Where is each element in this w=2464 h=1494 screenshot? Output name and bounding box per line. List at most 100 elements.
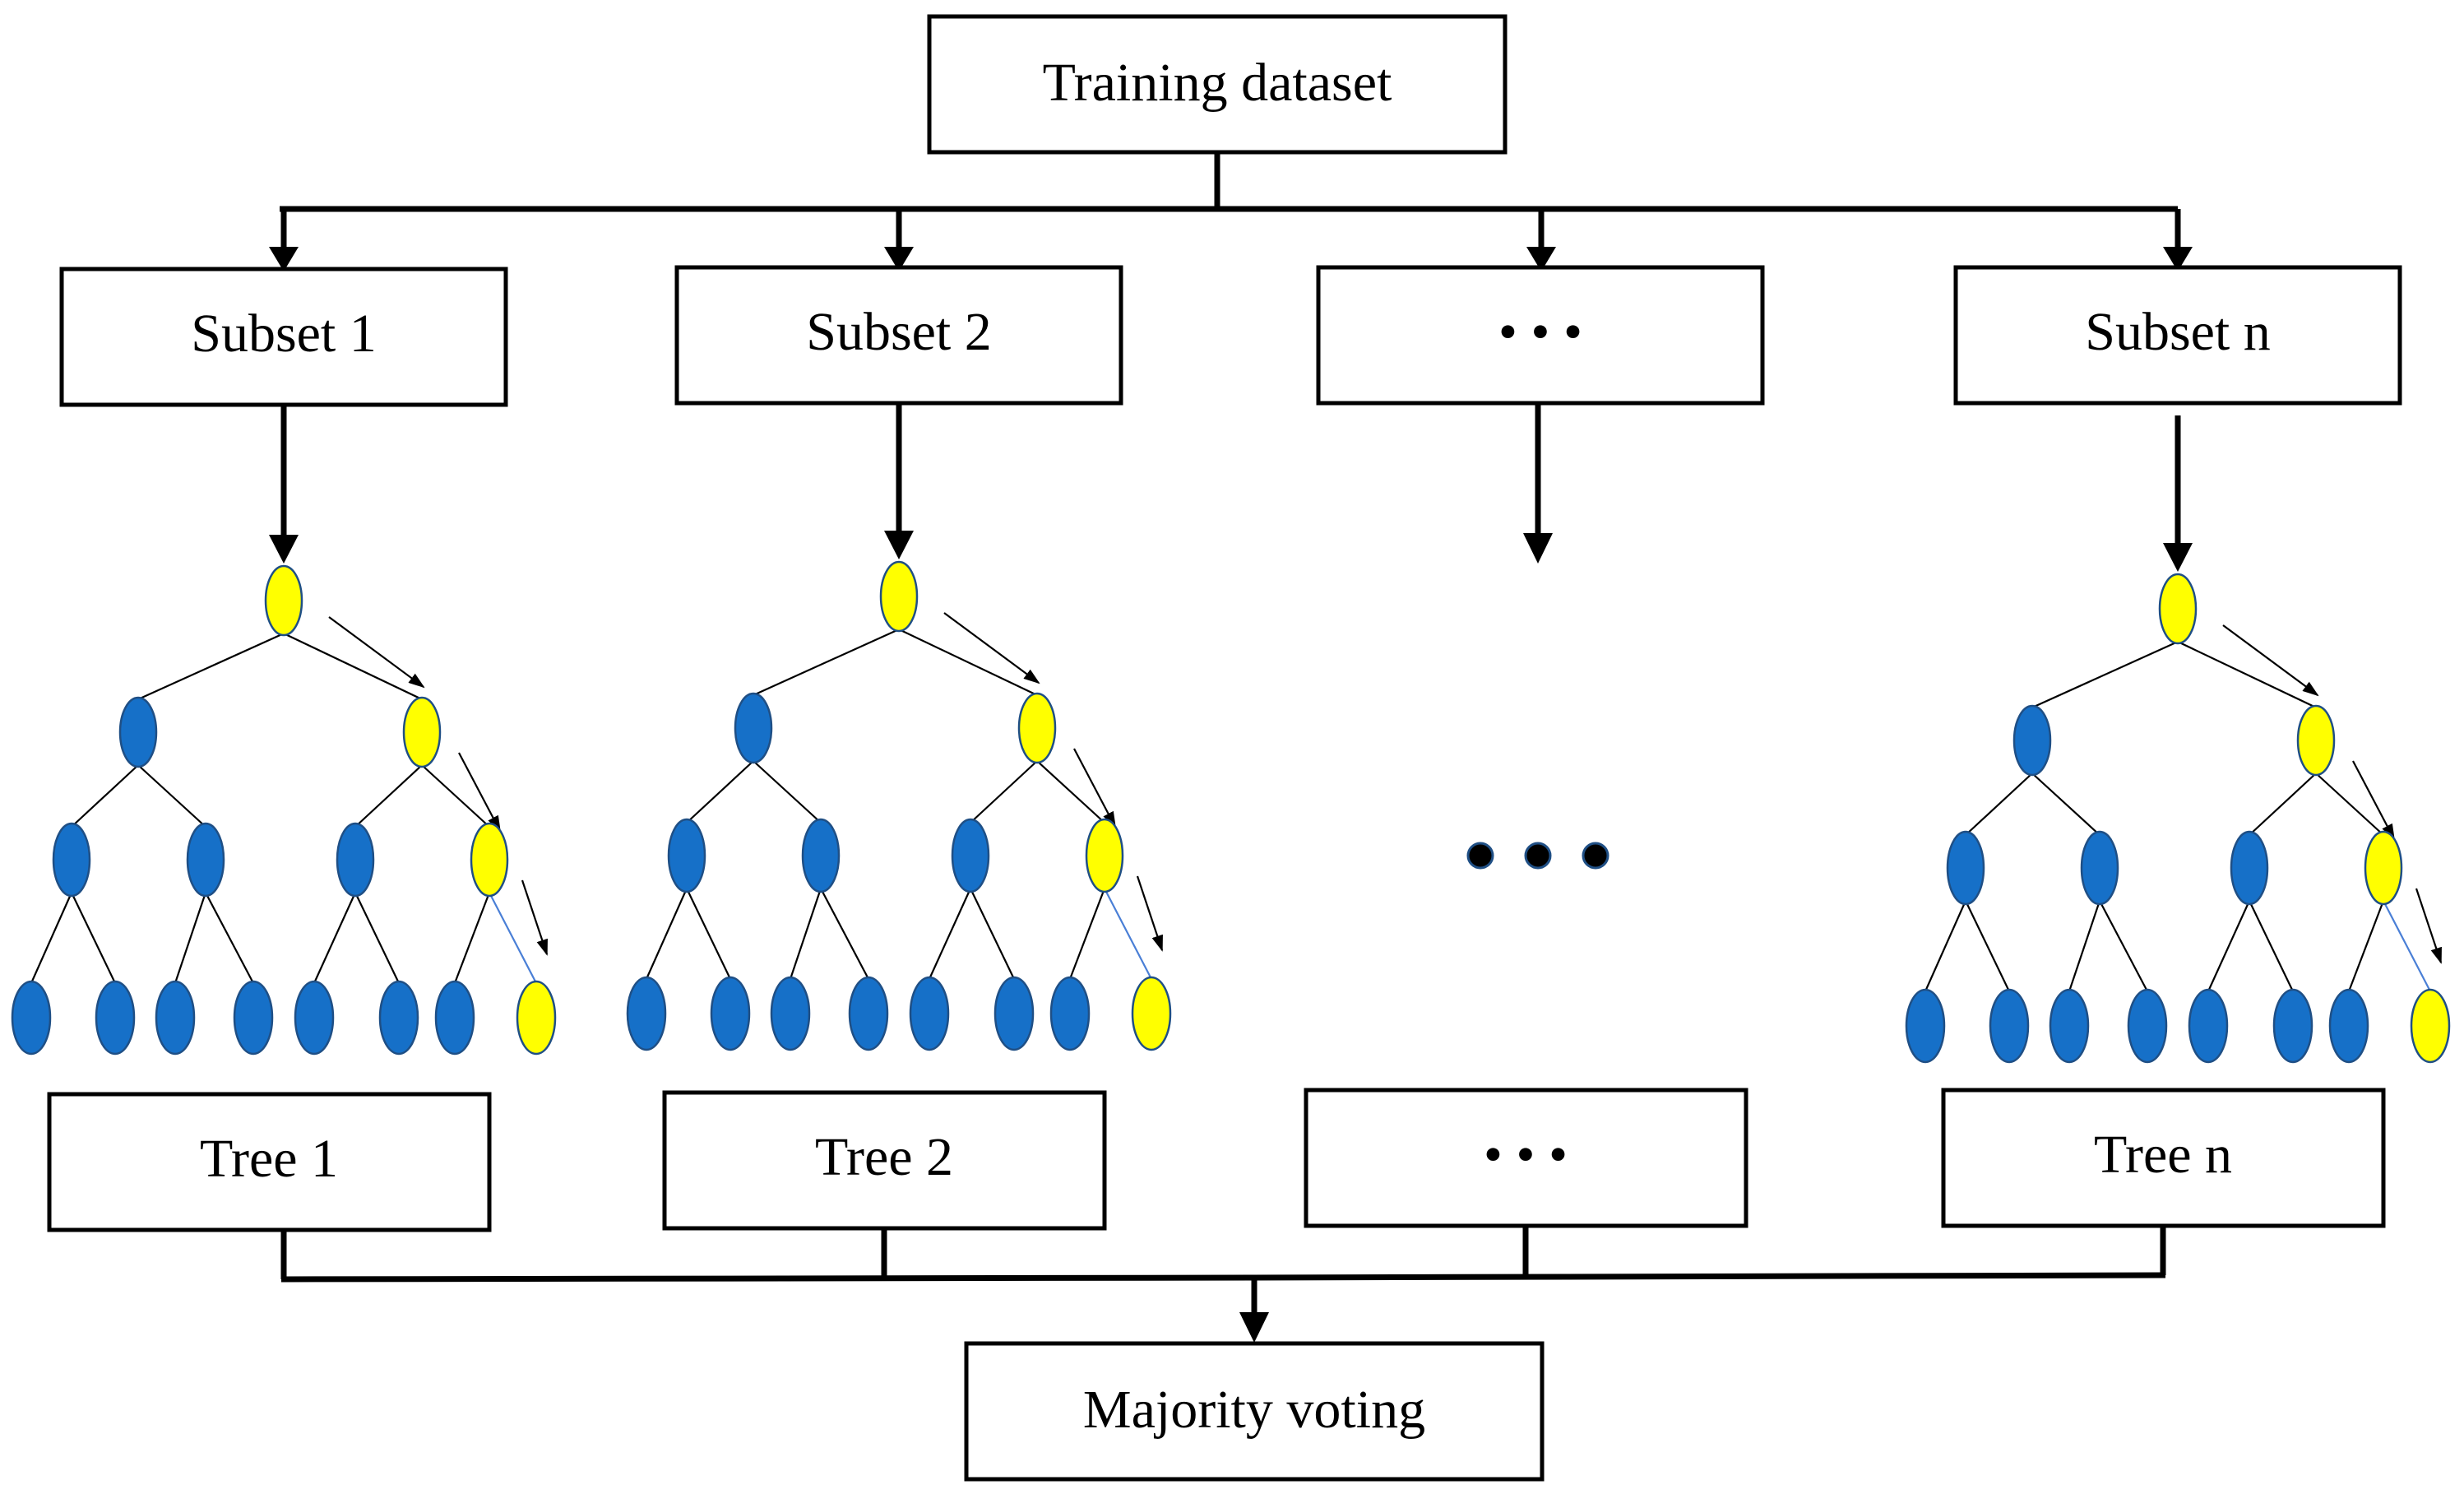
decision-path-arrow — [2352, 760, 2395, 841]
training-dataset-label: Training dataset — [1043, 53, 1392, 113]
tree-edge — [1036, 760, 1105, 824]
tree-node — [2080, 830, 2119, 906]
distribution-connectors — [269, 152, 2193, 271]
tree-edge — [753, 628, 900, 697]
tree-node — [848, 976, 889, 1051]
tree-edge — [489, 892, 537, 984]
tree-edge — [2207, 900, 2251, 992]
tree-node — [909, 976, 950, 1051]
tree-edge — [2031, 773, 2100, 836]
decision-path-arrow — [2415, 888, 2443, 964]
tree-4-graph — [1905, 573, 2451, 1064]
tree-edge — [137, 632, 285, 701]
path-node — [1017, 692, 1057, 764]
tree-node — [2049, 988, 2090, 1064]
subset-box-1: Subset 1 — [59, 267, 508, 407]
decision-path-arrow — [458, 752, 501, 833]
tree-edge — [2315, 773, 2384, 836]
tree-edge — [2031, 640, 2179, 709]
tree-node — [801, 818, 841, 893]
tree-1-graph — [11, 564, 557, 1056]
subset-label-ellipsis: • • • — [1498, 302, 1582, 362]
decision-trees — [11, 560, 2451, 1064]
path-node — [2410, 988, 2451, 1064]
tree-node — [993, 976, 1035, 1051]
tree-node — [233, 980, 274, 1056]
tree-node — [95, 980, 136, 1056]
tree-node — [1905, 988, 1946, 1064]
tree-node — [378, 980, 419, 1056]
tree-2-graph — [626, 560, 1172, 1051]
tree-node — [186, 822, 225, 898]
tree-edge — [753, 760, 822, 824]
tree-node — [2328, 988, 2369, 1064]
tree-edge — [2177, 641, 2317, 708]
tree-edge — [686, 760, 754, 824]
tree-edge — [354, 764, 423, 828]
tree-edge — [645, 888, 688, 980]
tree-box-1: Tree 1 — [47, 1092, 492, 1232]
tree-node — [710, 976, 751, 1051]
tree-edge — [2099, 900, 2148, 992]
path-node — [264, 564, 303, 637]
training-dataset-box: Training dataset — [927, 14, 1508, 155]
tree-edge — [928, 888, 972, 980]
tree-node — [734, 692, 773, 764]
tree-edge — [313, 892, 357, 984]
decision-path-arrow — [2222, 624, 2319, 697]
tree-box-2: Tree 2 — [662, 1090, 1107, 1231]
tree-node — [2230, 830, 2269, 906]
tree-ellipsis-dots — [1466, 842, 1609, 870]
subset-to-tree-arrows — [269, 403, 2193, 572]
tree-box-ellipsis: • • • — [1304, 1088, 1748, 1228]
tree-node — [2012, 704, 2052, 777]
tree-label-1: Tree 1 — [200, 1129, 338, 1189]
tree-node — [294, 980, 335, 1056]
decision-path-arrow — [328, 616, 425, 689]
path-node — [402, 696, 442, 768]
decision-path-arrow — [521, 879, 549, 956]
tree-node — [52, 822, 91, 898]
tree-edge — [1924, 900, 1967, 992]
tree-node — [626, 976, 667, 1051]
tree-edge — [205, 892, 254, 984]
tree-edge — [137, 764, 206, 828]
subset-box-2: Subset 2 — [674, 265, 1123, 406]
tree-edge — [970, 888, 1015, 980]
tree-node — [1989, 988, 2030, 1064]
tree-edge — [421, 764, 490, 828]
tree-edge — [174, 892, 207, 984]
tree-box-n: Tree n — [1941, 1088, 2386, 1228]
tree-edge — [2068, 900, 2101, 992]
tree-edge — [2383, 900, 2431, 992]
path-node — [1131, 976, 1172, 1051]
subset-label-2: Subset 2 — [806, 302, 992, 362]
majority-voting-box: Majority voting — [964, 1341, 1545, 1482]
tree-edge — [30, 892, 73, 984]
tree-node — [770, 976, 811, 1051]
tree-edge — [2347, 900, 2385, 992]
tree-label-n: Tree n — [2094, 1125, 2232, 1185]
path-node — [1085, 818, 1124, 893]
tree-edge — [820, 888, 869, 980]
tree-node — [2188, 988, 2229, 1064]
tree-node — [155, 980, 196, 1056]
tree-node — [1049, 976, 1091, 1051]
tree-label-ellipsis: • • • — [1484, 1125, 1568, 1185]
path-node — [2364, 830, 2403, 906]
path-node — [2296, 704, 2336, 777]
aggregation-connectors — [280, 1226, 2166, 1343]
tree-node — [951, 818, 990, 893]
tree-edge — [1965, 900, 2010, 992]
tree-node — [336, 822, 375, 898]
tree-edge — [686, 888, 731, 980]
tree-edge — [283, 633, 423, 700]
subset-label-n: Subset n — [2085, 302, 2271, 362]
tree-node — [11, 980, 52, 1056]
tree-node — [2127, 988, 2168, 1064]
path-node — [516, 980, 557, 1056]
path-node — [2158, 573, 2198, 645]
tree-node — [434, 980, 475, 1056]
tree-edge — [354, 892, 400, 984]
